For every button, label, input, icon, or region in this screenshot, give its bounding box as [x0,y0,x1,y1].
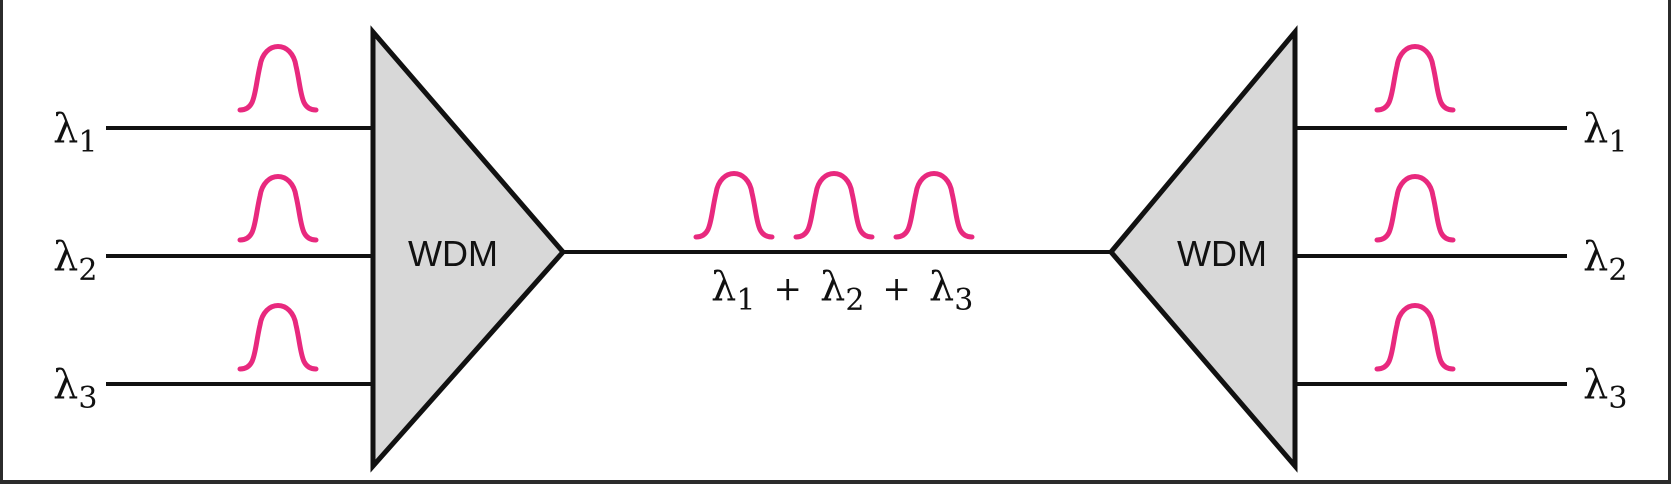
output-label-2-symbol: λ [1583,234,1608,280]
output-pulse-2 [1374,174,1456,243]
combined-term-3-symbol: λ [929,264,954,310]
output-label-3: λ3 [1583,362,1627,416]
output-label-1-symbol: λ [1583,106,1608,152]
combined-term-1-symbol: λ [711,264,736,310]
input-label-3: λ3 [53,362,97,416]
input-label-2: λ2 [53,234,97,288]
input-label-1: λ1 [53,106,97,160]
combined-plus-2: + [882,269,911,309]
output-label-1-index: 1 [1608,125,1627,160]
input-label-3-symbol: λ [53,362,78,408]
output-label-1: λ1 [1583,106,1627,160]
combined-signal-label: λ1+λ2+λ3 [711,264,973,318]
output-label-3-symbol: λ [1583,362,1608,408]
input-label-3-index: 3 [78,381,97,416]
input-pulse-2 [237,174,319,243]
trunk-pulse-3 [893,171,975,240]
trunk-pulse-2 [793,171,875,240]
input-pulse-3 [237,303,319,372]
input-label-2-index: 2 [78,253,97,288]
wdm-demultiplexer [1107,25,1298,473]
multiplexer-label: WDM [408,233,498,274]
output-label-3-index: 3 [1608,381,1627,416]
combined-term-1-index: 1 [736,283,755,318]
wdm-diagram-svg: WDM WDM λ1 λ2 λ3 λ1 λ2 [53,25,1627,473]
input-label-2-symbol: λ [53,234,78,280]
input-pulse-1 [237,44,319,113]
trunk-pulse-1 [693,171,775,240]
pulse-layer [237,44,1456,372]
wdm-diagram: WDM WDM λ1 λ2 λ3 λ1 λ2 [3,0,1668,480]
input-label-1-index: 1 [78,125,97,160]
output-pulse-1 [1374,44,1456,113]
output-label-2-index: 2 [1608,253,1627,288]
wdm-multiplexer [370,25,567,473]
combined-term-2-symbol: λ [820,264,845,310]
demultiplexer-label: WDM [1177,233,1267,274]
output-pulse-3 [1374,303,1456,372]
combined-term-2-index: 2 [845,283,864,318]
input-label-1-symbol: λ [53,106,78,152]
combined-term-3-index: 3 [954,283,973,318]
output-label-2: λ2 [1583,234,1627,288]
combined-plus-1: + [773,269,802,309]
